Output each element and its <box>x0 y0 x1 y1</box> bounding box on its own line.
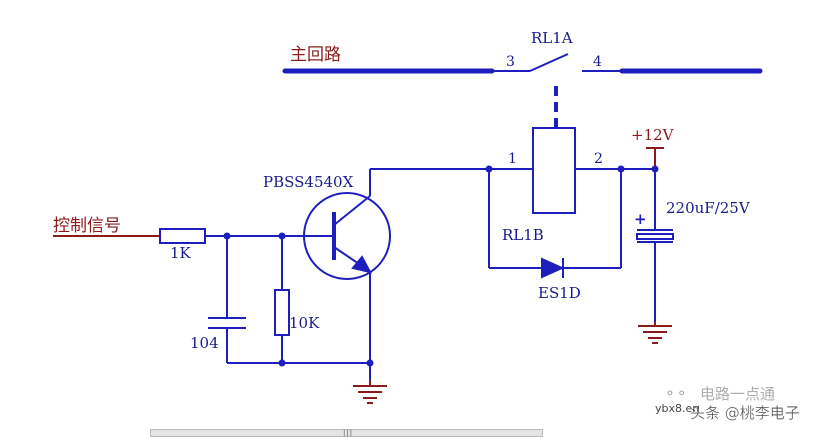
junction-dot <box>617 165 625 173</box>
watermark-logo-icon: ⚬⚬ <box>664 386 687 402</box>
watermark: ⚬⚬ 电路一点通 头条 @桃李电子 ybx8.en <box>655 385 800 422</box>
capacitor-220uf-label: 220uF/25V <box>666 199 751 217</box>
junction-dot <box>651 165 659 173</box>
coil-pin-2: 2 <box>594 151 603 167</box>
input-network <box>53 228 370 364</box>
junction-dots <box>223 165 659 367</box>
junction-dot <box>485 165 493 173</box>
watermark-line2: 头条 @桃李电子 <box>690 404 800 422</box>
ground-left <box>353 380 387 404</box>
horizontal-scrollbar[interactable]: ||| <box>150 429 543 437</box>
junction-dot <box>278 232 286 240</box>
diode-es1d <box>488 169 622 279</box>
junction-dot <box>366 359 374 367</box>
relay-pin-4: 4 <box>593 54 602 70</box>
junction-dot <box>278 359 286 367</box>
diode-label: ES1D <box>538 284 581 302</box>
transistor-label: PBSS4540X <box>263 173 354 191</box>
main-loop-path <box>282 53 763 127</box>
capacitor-104-label: 104 <box>190 334 219 352</box>
relay-contact-label: RL1A <box>531 29 573 47</box>
resistor-1k-label: 1K <box>170 244 192 262</box>
resistor-10k-label: 10K <box>289 314 320 332</box>
relay-coil <box>370 127 655 214</box>
supply-label: +12V <box>631 126 675 144</box>
coil-pin-1: 1 <box>508 151 517 167</box>
watermark-line1: 电路一点通 <box>700 385 775 403</box>
control-signal-label: 控制信号 <box>53 216 121 236</box>
scrollbar-grip-icon[interactable]: ||| <box>343 429 354 437</box>
watermark-url: ybx8.en <box>655 402 699 415</box>
junction-dot <box>223 232 231 240</box>
relay-coil-label: RL1B <box>502 226 544 244</box>
capacitor-220uf <box>636 169 674 322</box>
relay-pin-3: 3 <box>506 54 515 70</box>
ground-right <box>638 322 672 344</box>
capacitor-plus-sign: + <box>634 210 647 228</box>
main-loop-label: 主回路 <box>290 45 341 65</box>
transistor-pbss4540x <box>283 169 391 380</box>
